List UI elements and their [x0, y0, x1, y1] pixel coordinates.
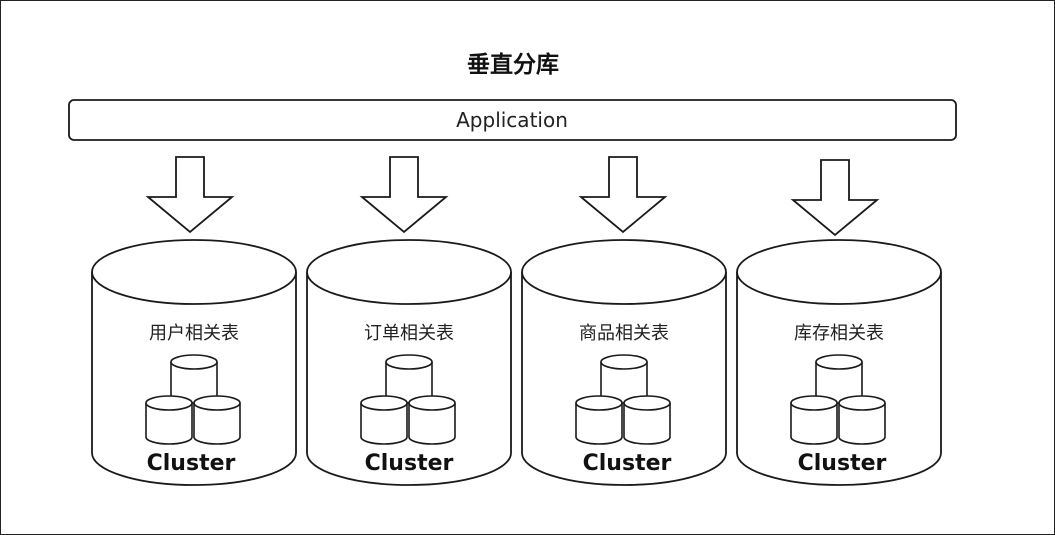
cluster-label: Cluster — [365, 451, 454, 476]
down-arrow-icon — [359, 156, 449, 234]
cluster-icon — [575, 354, 671, 445]
cluster-label: Cluster — [798, 451, 887, 476]
arrow-3 — [578, 156, 668, 234]
table-group-label: 商品相关表 — [579, 323, 669, 344]
database-cylinder-top — [91, 239, 297, 305]
cluster-icon — [145, 354, 241, 445]
table-group-label: 订单相关表 — [364, 323, 454, 344]
database-cylinder-top — [521, 239, 727, 305]
cluster-icon — [360, 354, 456, 445]
database-cylinder-top — [736, 239, 942, 305]
database-cylinder-top — [306, 239, 512, 305]
cluster-label: Cluster — [147, 451, 236, 476]
arrow-4 — [790, 159, 880, 237]
down-arrow-icon — [790, 159, 880, 237]
database-order: 订单相关表 Cluster — [306, 239, 512, 486]
table-group-label: 库存相关表 — [794, 323, 884, 344]
database-user: 用户相关表 Cluster — [91, 239, 297, 486]
cluster-icon — [790, 354, 886, 445]
arrow-2 — [359, 156, 449, 234]
cluster-label: Cluster — [583, 451, 672, 476]
application-box-border — [68, 99, 957, 141]
application-box: Application — [68, 99, 957, 141]
down-arrow-icon — [578, 156, 668, 234]
diagram-title: 垂直分库 — [467, 51, 559, 78]
arrow-1 — [145, 156, 235, 234]
table-group-label: 用户相关表 — [149, 323, 239, 344]
database-product: 商品相关表 Cluster — [521, 239, 727, 486]
application-label: Application — [456, 108, 568, 132]
down-arrow-icon — [145, 156, 235, 234]
database-inventory: 库存相关表 Cluster — [736, 239, 942, 486]
